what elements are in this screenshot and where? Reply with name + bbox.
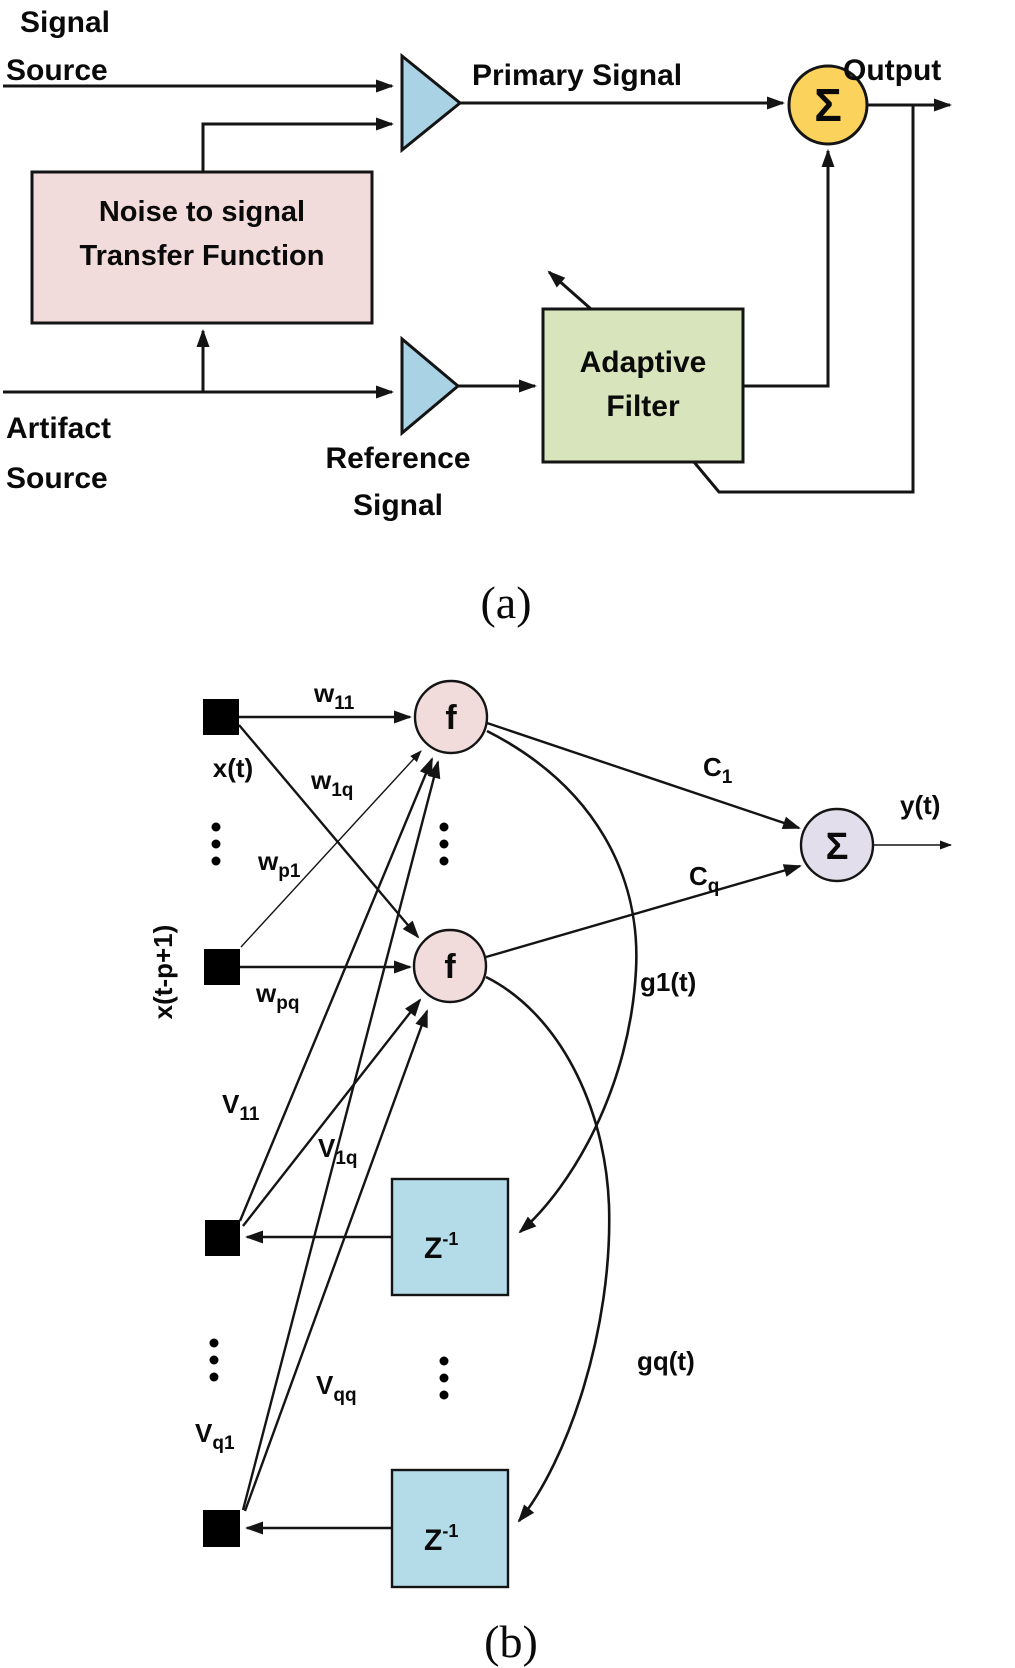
vertical-ellipsis-neurons bbox=[439, 822, 449, 866]
reference-amplifier-triangle bbox=[400, 335, 461, 437]
cq-main: C bbox=[689, 861, 708, 891]
input-node-x-tp1 bbox=[204, 949, 240, 985]
weight-label-c1: C1 bbox=[703, 752, 733, 788]
context-node-1 bbox=[205, 1220, 240, 1256]
v1q-main: V bbox=[318, 1133, 336, 1163]
weight-label-wp1: wp1 bbox=[257, 846, 301, 882]
delay-block-1 bbox=[390, 1177, 510, 1297]
sum-symbol-b: Σ bbox=[826, 826, 849, 868]
signal-source-label-line2: Source bbox=[6, 54, 108, 87]
neuron-node-1 bbox=[413, 679, 489, 755]
w1q-main: w bbox=[310, 765, 332, 795]
neuron-q-symbol: f bbox=[444, 948, 456, 986]
delay-1-main: Z bbox=[424, 1232, 442, 1265]
connection-vq1 bbox=[241, 760, 441, 1511]
feedback-label-gq: gq(t) bbox=[637, 1346, 695, 1376]
vq1-main: V bbox=[195, 1418, 213, 1448]
context-node-q bbox=[203, 1510, 240, 1547]
wp1-main: w bbox=[257, 846, 279, 876]
reference-signal-label-line2: Signal bbox=[353, 489, 443, 522]
connection-c1 bbox=[486, 721, 801, 830]
vqq-main: V bbox=[316, 1370, 334, 1400]
c1-main: C bbox=[703, 752, 722, 782]
reference-signal-label-line1: Reference bbox=[325, 442, 470, 475]
delay-1-sup: -1 bbox=[442, 1229, 458, 1249]
connection-cq bbox=[485, 864, 802, 959]
primary-amplifier-triangle bbox=[400, 52, 463, 154]
weight-label-v11: V11 bbox=[222, 1089, 260, 1125]
connection-wp1 bbox=[240, 750, 422, 948]
c1-sub: 1 bbox=[722, 767, 733, 788]
w11-sub: 11 bbox=[334, 693, 355, 714]
vq1-sub: q1 bbox=[212, 1433, 235, 1454]
delay-q-main: Z bbox=[424, 1524, 442, 1557]
vertical-ellipsis-inputs bbox=[211, 822, 221, 866]
vertical-ellipsis-delays bbox=[439, 1356, 449, 1400]
vqq-sub: qq bbox=[333, 1385, 356, 1406]
neuron-node-q bbox=[412, 928, 488, 1004]
feedback-curve-gq bbox=[485, 975, 611, 1523]
output-label: Output bbox=[843, 54, 941, 87]
panel-a-caption: (a) bbox=[480, 577, 531, 628]
signal-source-label-line1: Signal bbox=[20, 6, 110, 39]
weight-label-vqq: Vqq bbox=[316, 1370, 357, 1406]
weight-label-vq1: Vq1 bbox=[195, 1418, 235, 1454]
output-feedback-line bbox=[692, 105, 915, 494]
artifact-source-label-line1: Artifact bbox=[6, 412, 111, 445]
weight-label-w11: w11 bbox=[313, 678, 355, 714]
wpq-main: w bbox=[255, 978, 277, 1008]
delay-q-sup: -1 bbox=[442, 1521, 458, 1541]
wp1-sub: p1 bbox=[278, 861, 301, 882]
cq-sub: q bbox=[708, 876, 720, 897]
input-label-x-t: x(t) bbox=[213, 753, 253, 783]
v11-sub: 11 bbox=[239, 1104, 260, 1125]
w11-main: w bbox=[313, 678, 335, 708]
noise-transfer-label-line1: Noise to signal bbox=[99, 196, 305, 228]
input-label-x-tp1: x(t-p+1) bbox=[148, 925, 178, 1020]
connection-v11 bbox=[238, 757, 434, 1222]
weight-label-v1q: V1q bbox=[318, 1133, 358, 1169]
adaptive-filter-label-line1: Adaptive bbox=[580, 346, 707, 379]
panel-b: x(t) x(t-p+1) w11 w1q wp1 wpq f f C1 Cq bbox=[148, 678, 952, 1667]
noise-branch-line bbox=[201, 117, 394, 172]
delay-block-q bbox=[390, 1468, 510, 1589]
weight-label-w1q: w1q bbox=[310, 765, 353, 801]
feedback-curve-g1 bbox=[486, 729, 638, 1234]
weight-label-wpq: wpq bbox=[255, 978, 299, 1014]
output-label-y-t: y(t) bbox=[900, 790, 940, 820]
connection-v1q bbox=[242, 998, 422, 1227]
adaptation-arrow bbox=[547, 270, 592, 311]
vertical-ellipsis-context bbox=[209, 1338, 219, 1382]
adaptive-filter-label-line2: Filter bbox=[606, 390, 680, 423]
artifact-source-label-line2: Source bbox=[6, 462, 108, 495]
delay-block-q-label: Z-1 bbox=[424, 1521, 458, 1557]
panel-a: Signal Source Primary Signal Σ Output Ad… bbox=[3, 6, 952, 628]
noise-transfer-label-line2: Transfer Function bbox=[80, 240, 325, 272]
delay-block-1-label: Z-1 bbox=[424, 1229, 458, 1265]
w1q-sub: 1q bbox=[331, 780, 353, 801]
sum-symbol-a: Σ bbox=[814, 79, 842, 131]
connection-w1q bbox=[238, 724, 420, 939]
primary-signal-label: Primary Signal bbox=[472, 59, 682, 92]
panel-b-caption: (b) bbox=[484, 1616, 538, 1667]
connection-vqq bbox=[243, 1009, 429, 1512]
adaptive-filter-output-line bbox=[743, 149, 835, 388]
v1q-sub: 1q bbox=[335, 1148, 357, 1169]
feedback-label-g1: g1(t) bbox=[640, 967, 696, 997]
neuron-1-symbol: f bbox=[445, 699, 457, 737]
v11-main: V bbox=[222, 1089, 240, 1119]
adaptive-filter-block bbox=[541, 307, 745, 464]
wpq-sub: pq bbox=[276, 993, 299, 1014]
input-node-x-t bbox=[203, 699, 239, 735]
noise-transfer-block bbox=[30, 170, 374, 325]
weight-label-cq: Cq bbox=[689, 861, 719, 897]
